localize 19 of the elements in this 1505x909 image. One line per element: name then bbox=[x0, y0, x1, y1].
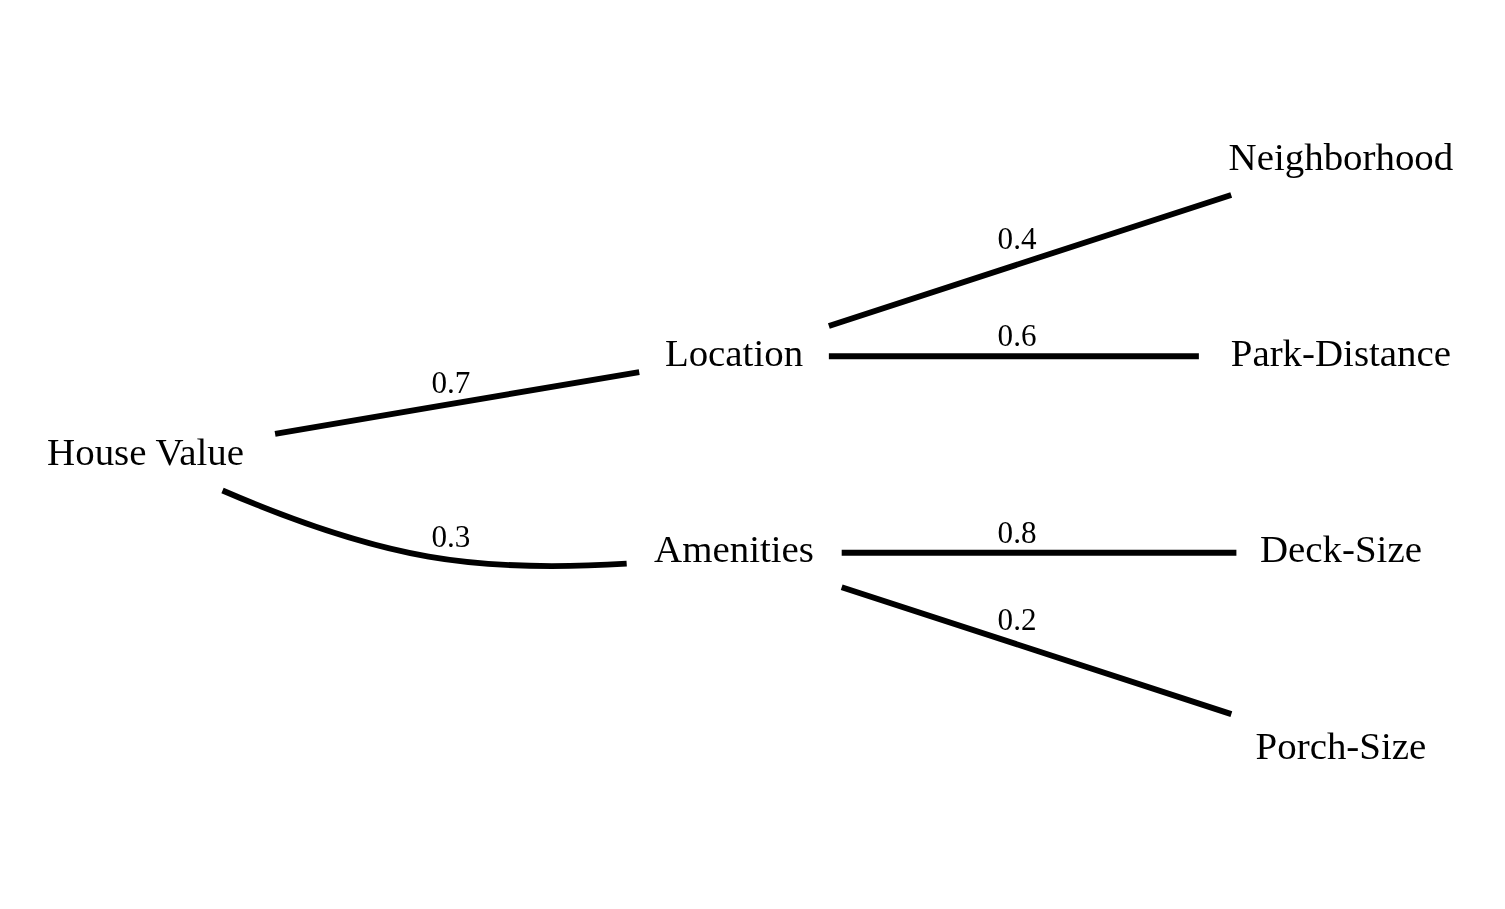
connector bbox=[274, 369, 640, 437]
node-text: Park-Distance bbox=[1230, 330, 1452, 374]
edge-label: 0.4 bbox=[997, 220, 1037, 256]
edge-label: 0.6 bbox=[997, 318, 1037, 354]
node-text: House Value bbox=[47, 430, 245, 474]
node-text: Amenities bbox=[654, 527, 814, 571]
connector bbox=[221, 487, 627, 569]
connector bbox=[841, 549, 1237, 556]
connector bbox=[828, 353, 1199, 360]
edge-label: 0.3 bbox=[431, 518, 471, 554]
connector bbox=[827, 192, 1233, 329]
node-text: Porch-Size bbox=[1255, 723, 1427, 767]
node-text: Deck-Size bbox=[1259, 527, 1422, 571]
connector bbox=[840, 584, 1233, 717]
edge-label: 0.2 bbox=[997, 602, 1037, 638]
edge-label: 0.8 bbox=[997, 514, 1037, 550]
edge-label: 0.7 bbox=[431, 364, 471, 400]
node-text: Neighborhood bbox=[1228, 134, 1454, 178]
node-text: Location bbox=[664, 330, 804, 374]
